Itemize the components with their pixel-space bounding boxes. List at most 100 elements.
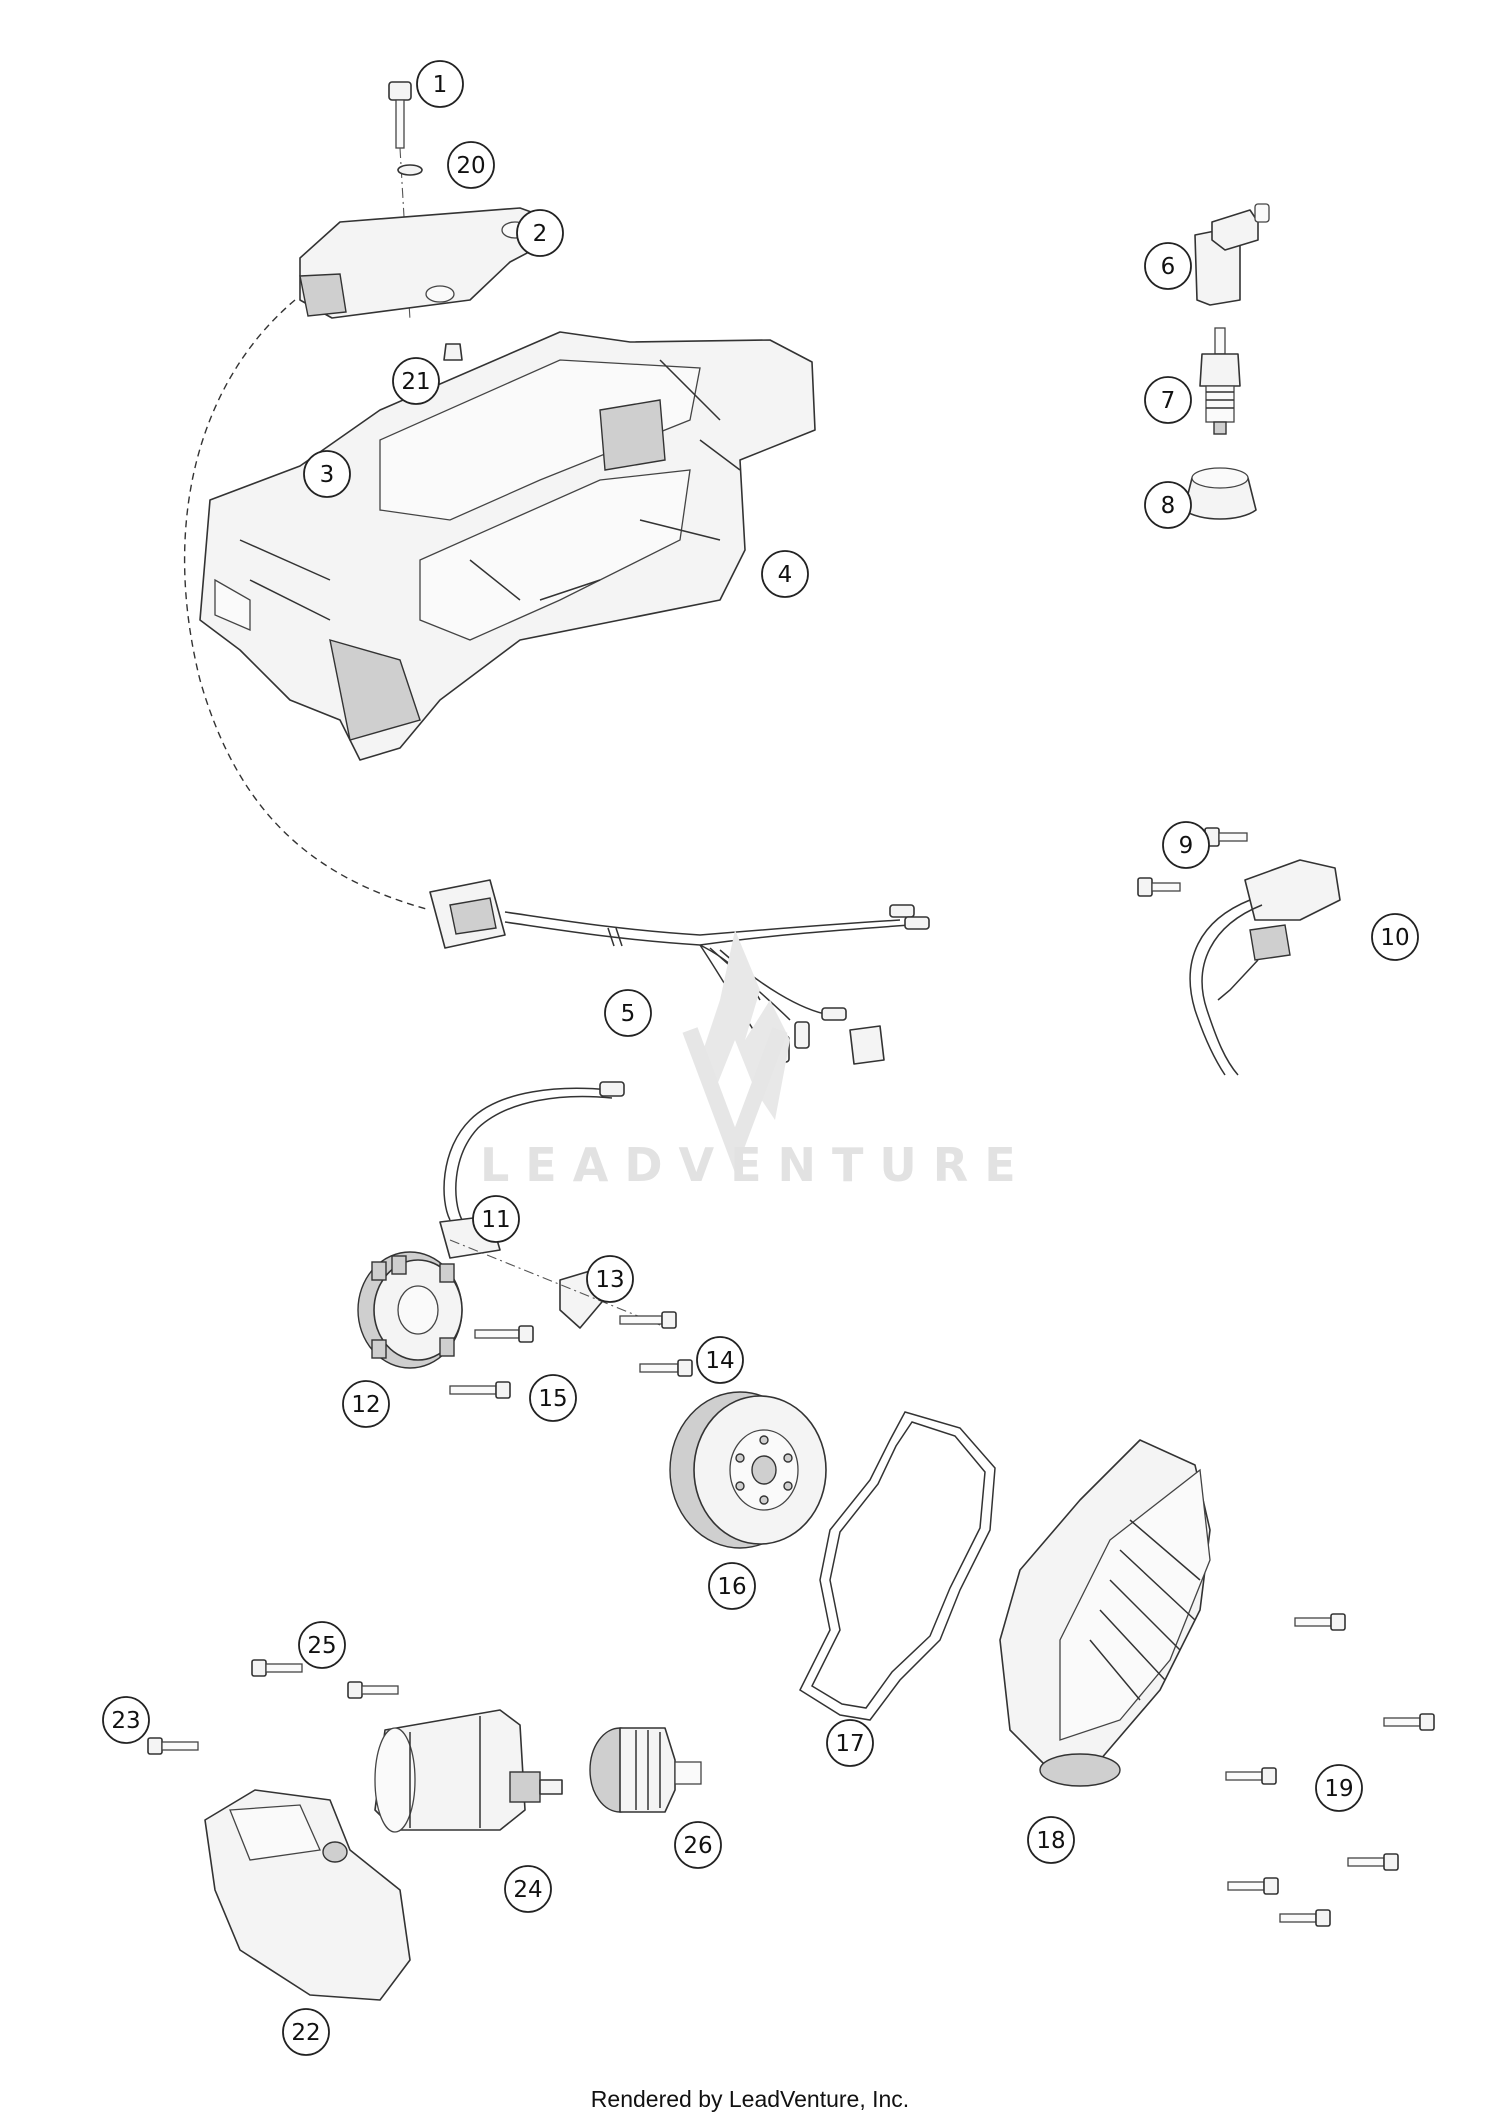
callout-number: 5 bbox=[621, 1001, 636, 1027]
callout-circle bbox=[604, 989, 652, 1037]
callout-circle bbox=[282, 2008, 330, 2056]
callout-12: 12 bbox=[342, 1380, 390, 1428]
part-22-guard bbox=[204, 1789, 411, 2001]
callout-circle bbox=[416, 60, 464, 108]
part-4-tray bbox=[199, 331, 816, 761]
callout-number: 21 bbox=[401, 369, 430, 395]
part-2-ecu bbox=[299, 207, 549, 319]
callout-circle bbox=[1144, 242, 1192, 290]
callout-number: 14 bbox=[705, 1348, 734, 1374]
callout-number: 15 bbox=[538, 1386, 567, 1412]
callout-4: 4 bbox=[761, 550, 809, 598]
callout-number: 23 bbox=[111, 1708, 140, 1734]
callout-number: 3 bbox=[320, 462, 335, 488]
callout-14: 14 bbox=[696, 1336, 744, 1384]
callout-circle bbox=[1371, 913, 1419, 961]
callout-circle bbox=[342, 1380, 390, 1428]
callout-1: 1 bbox=[416, 60, 464, 108]
part-17-gasket-inner bbox=[811, 1421, 986, 1709]
part-21-grommet bbox=[443, 343, 463, 361]
callout-circle bbox=[392, 357, 440, 405]
callout-circle bbox=[516, 209, 564, 257]
callout-circle bbox=[674, 1821, 722, 1869]
callout-25: 25 bbox=[298, 1621, 346, 1669]
callout-number: 16 bbox=[717, 1574, 746, 1600]
cable-route-dashed bbox=[183, 299, 431, 911]
callout-number: 17 bbox=[835, 1731, 864, 1757]
callout-number: 1 bbox=[433, 72, 448, 98]
callout-18: 18 bbox=[1027, 1816, 1075, 1864]
callout-3: 3 bbox=[303, 450, 351, 498]
callout-number: 11 bbox=[481, 1207, 510, 1233]
part-7-spark-plug bbox=[1199, 327, 1241, 435]
callout-number: 13 bbox=[595, 1267, 624, 1293]
callout-11: 11 bbox=[472, 1195, 520, 1243]
part-26-starter-drive bbox=[589, 1727, 702, 1813]
callout-22: 22 bbox=[282, 2008, 330, 2056]
callout-5: 5 bbox=[604, 989, 652, 1037]
callout-7: 7 bbox=[1144, 376, 1192, 424]
part-15-screws bbox=[449, 1325, 534, 1399]
part-16-flywheel bbox=[669, 1391, 827, 1549]
callout-circle bbox=[504, 1865, 552, 1913]
callout-number: 26 bbox=[683, 1833, 712, 1859]
axis-line bbox=[449, 1239, 661, 1326]
callout-circle bbox=[1027, 1816, 1075, 1864]
part-8-seal bbox=[1183, 467, 1257, 520]
callout-circle bbox=[298, 1621, 346, 1669]
part-20-washer bbox=[397, 164, 423, 176]
callout-number: 9 bbox=[1179, 833, 1194, 859]
callout-circle bbox=[447, 141, 495, 189]
callout-9: 9 bbox=[1162, 821, 1210, 869]
callout-23: 23 bbox=[102, 1696, 150, 1744]
callout-number: 8 bbox=[1161, 493, 1176, 519]
callout-circle bbox=[826, 1719, 874, 1767]
callout-circle bbox=[303, 450, 351, 498]
callout-number: 4 bbox=[778, 562, 793, 588]
callout-circle bbox=[1144, 376, 1192, 424]
callout-20: 20 bbox=[447, 141, 495, 189]
callout-number: 6 bbox=[1161, 254, 1176, 280]
callout-circle bbox=[1162, 821, 1210, 869]
callout-6: 6 bbox=[1144, 242, 1192, 290]
callout-number: 20 bbox=[456, 153, 485, 179]
callout-circle bbox=[1144, 481, 1192, 529]
callout-number: 2 bbox=[533, 221, 548, 247]
callout-circle bbox=[472, 1195, 520, 1243]
callout-circle bbox=[1315, 1764, 1363, 1812]
callout-10: 10 bbox=[1371, 913, 1419, 961]
callout-17: 17 bbox=[826, 1719, 874, 1767]
callout-circle bbox=[102, 1696, 150, 1744]
callout-number: 19 bbox=[1324, 1776, 1353, 1802]
part-14-screws bbox=[619, 1311, 693, 1377]
callout-2: 2 bbox=[516, 209, 564, 257]
part-25-bolts bbox=[251, 1659, 399, 1699]
part-12-stator bbox=[357, 1251, 463, 1369]
part-6-spark-plug-cap bbox=[1194, 203, 1270, 306]
callout-26: 26 bbox=[674, 1821, 722, 1869]
callout-number: 12 bbox=[351, 1392, 380, 1418]
part-18-ignition-cover bbox=[999, 1439, 1211, 1787]
callout-number: 25 bbox=[307, 1633, 336, 1659]
part-17-gasket bbox=[799, 1411, 996, 1721]
callout-8: 8 bbox=[1144, 481, 1192, 529]
callout-19: 19 bbox=[1315, 1764, 1363, 1812]
callout-21: 21 bbox=[392, 357, 440, 405]
part-24-starter-motor bbox=[374, 1709, 563, 1833]
callout-number: 7 bbox=[1161, 388, 1176, 414]
callout-number: 22 bbox=[291, 2020, 320, 2046]
callout-16: 16 bbox=[708, 1562, 756, 1610]
part-11-pickup-sensor bbox=[439, 1081, 625, 1259]
callout-24: 24 bbox=[504, 1865, 552, 1913]
part-19-screws bbox=[1225, 1613, 1435, 1927]
callout-number: 10 bbox=[1380, 925, 1409, 951]
callout-circle bbox=[586, 1255, 634, 1303]
callout-circle bbox=[761, 550, 809, 598]
callout-circle bbox=[696, 1336, 744, 1384]
part-10-ignition-coil bbox=[1189, 859, 1341, 1076]
callout-circle bbox=[529, 1374, 577, 1422]
callout-13: 13 bbox=[586, 1255, 634, 1303]
callout-number: 18 bbox=[1036, 1828, 1065, 1854]
part-5-wiring-harness bbox=[429, 879, 930, 1065]
